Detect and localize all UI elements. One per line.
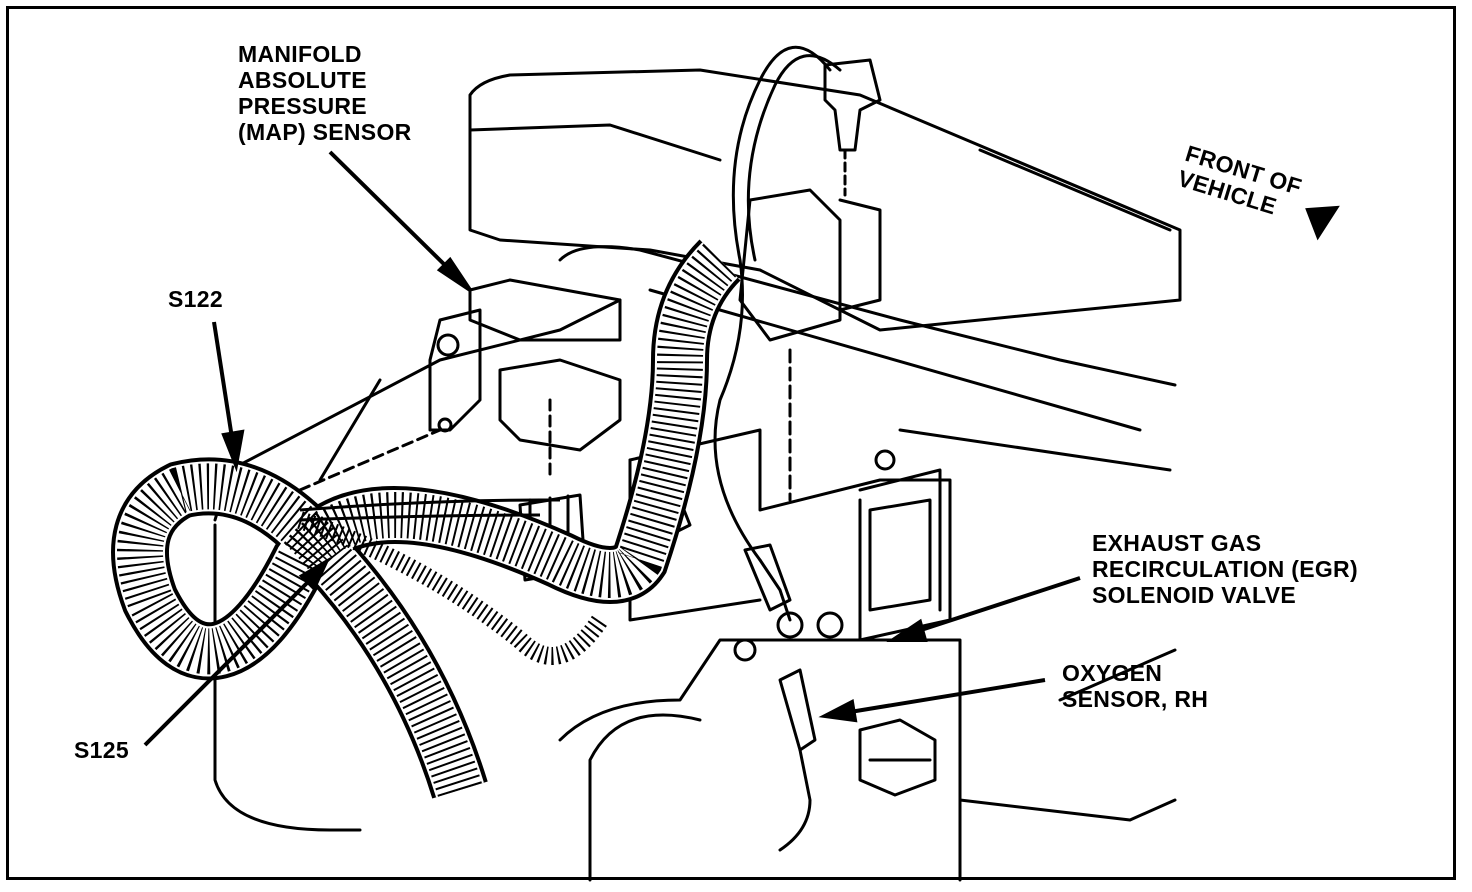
map-bracket xyxy=(428,308,482,432)
map-sensor-label: MANIFOLD ABSOLUTE PRESSURE (MAP) SENSOR xyxy=(238,41,412,145)
diagram-frame xyxy=(6,6,1456,880)
oxygen-arrow xyxy=(849,678,1046,714)
map-sensor-label-line: MANIFOLD xyxy=(238,41,362,67)
pigtail-wire xyxy=(713,45,832,562)
oxygen-sensor-label-line: OXYGEN xyxy=(1062,660,1163,686)
s122-label: S122 xyxy=(168,286,223,312)
map-sensor-label-line: ABSOLUTE xyxy=(238,67,367,93)
manifold-bolt xyxy=(858,718,937,797)
egr-valve-label: EXHAUST GAS RECIRCULATION (EGR) SOLENOID… xyxy=(1092,530,1358,608)
map-connector xyxy=(498,358,622,452)
front-arrow xyxy=(1305,205,1340,241)
map-sensor-body xyxy=(468,278,622,342)
map-sensor-label-line: (MAP) SENSOR xyxy=(238,119,412,145)
s122-arrow xyxy=(212,321,234,439)
egr-valve-label-line: SOLENOID VALVE xyxy=(1092,582,1296,608)
map-bolt xyxy=(436,333,460,357)
oxygen-sensor xyxy=(778,668,817,752)
harness-branch xyxy=(297,511,608,665)
egr-connector xyxy=(738,188,842,342)
oxygen-sensor-label: OXYGEN SENSOR, RH xyxy=(1062,660,1208,712)
egr-valve-label-line: RECIRCULATION (EGR) xyxy=(1092,556,1358,582)
map-sensor-label-line: PRESSURE xyxy=(238,93,367,119)
s125-arrow xyxy=(143,578,312,747)
map-arrow xyxy=(328,150,457,277)
s125-label: S125 xyxy=(74,737,129,763)
egr-valve-label-line: EXHAUST GAS xyxy=(1092,530,1262,556)
oxygen-sensor-label-line: SENSOR, RH xyxy=(1062,686,1209,712)
pigtail-connector xyxy=(823,58,882,152)
egr-solenoid xyxy=(628,428,952,642)
intake-plenum xyxy=(558,245,1177,387)
egr-arrow xyxy=(914,576,1081,634)
